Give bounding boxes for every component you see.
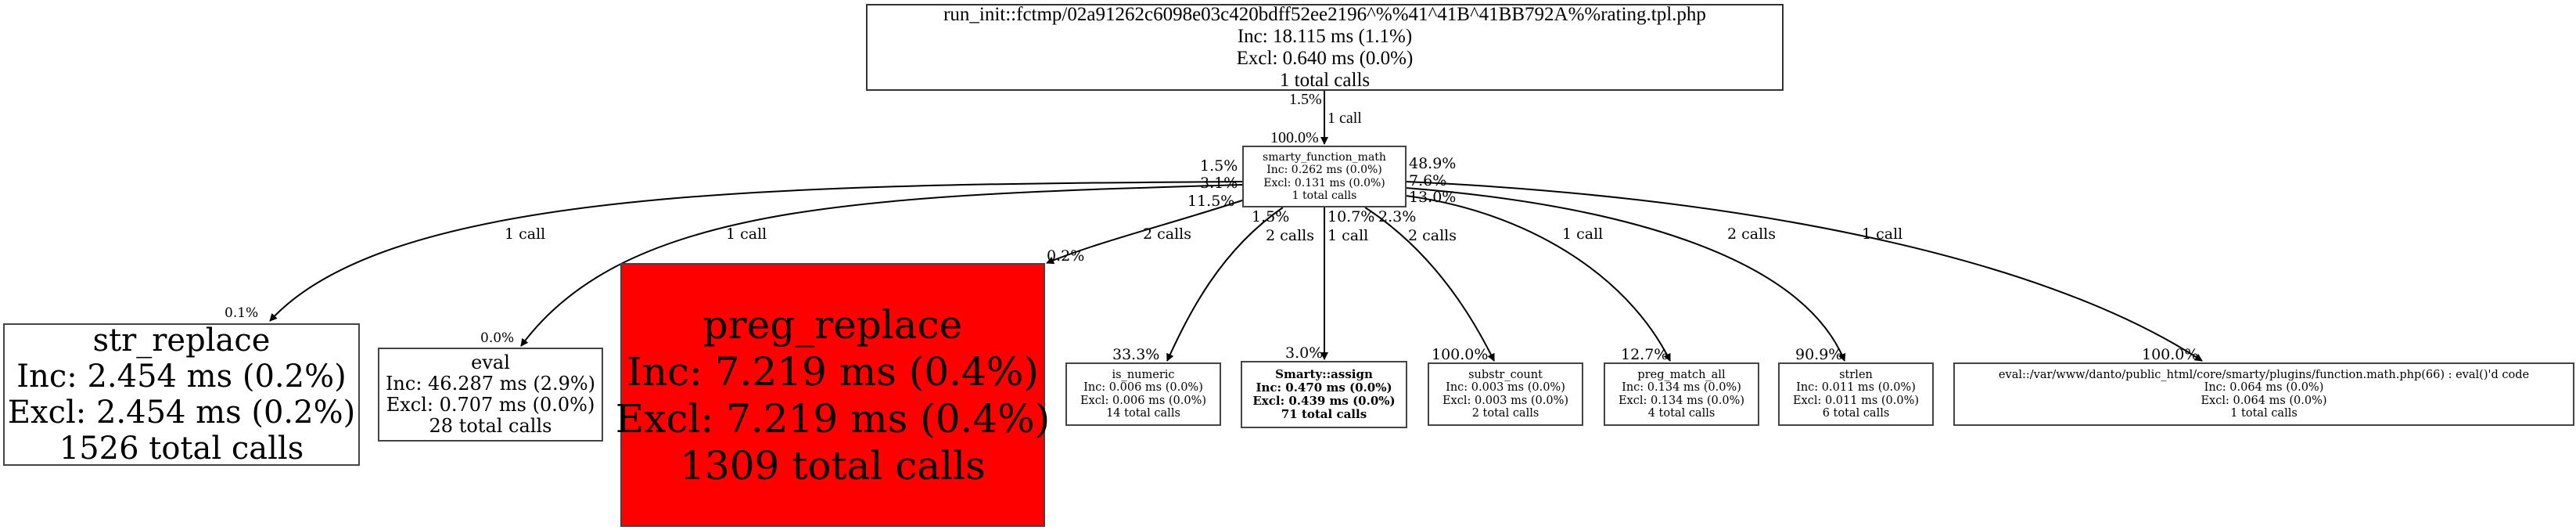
node-inc: Inc: 0.006 ms (0.0%) [1083,381,1203,395]
edge-math-to-preg-match-all [1405,195,1671,362]
node-name: str_replace [92,323,271,359]
edge-label-dst-pct: 90.9% [1795,346,1843,363]
node-calls: 1 total calls [1279,69,1371,91]
node-strlen[interactable]: strlen Inc: 0.011 ms (0.0%) Excl: 0.011 … [1778,362,1934,426]
edge-label-calls: 1 call [1862,225,1903,243]
node-smarty-assign[interactable]: Smarty::assign Inc: 0.470 ms (0.0%) Excl… [1241,361,1407,428]
edge-label-calls: 1 call [1562,225,1604,243]
node-run-init[interactable]: run_init::fctmp/02a91262c6098e03c420bdff… [866,4,1784,91]
node-calls: 1 total calls [2230,406,2298,420]
node-excl: Excl: 0.011 ms (0.0%) [1792,394,1920,407]
edge-math-to-is-numeric [1166,207,1284,362]
node-inc: Inc: 0.134 ms (0.0%) [1622,381,1741,395]
edge-label-src-pct: 13.0% [1409,189,1457,206]
node-excl: Excl: 0.064 ms (0.0%) [2201,394,2327,407]
node-excl: Excl: 2.454 ms (0.2%) [7,395,356,431]
node-str-replace[interactable]: str_replace Inc: 2.454 ms (0.2%) Excl: 2… [3,323,360,467]
edge-label-dst-pct: 0.1% [225,305,259,321]
node-excl: Excl: 0.640 ms (0.0%) [1236,47,1414,69]
node-calls: 1526 total calls [59,431,304,467]
node-is-numeric[interactable]: is_numeric Inc: 0.006 ms (0.0%) Excl: 0.… [1065,362,1221,426]
edge-math-to-eval-code [1405,181,2203,362]
edge-math-to-preg-replace [1046,200,1243,265]
node-calls: 1 total calls [1292,189,1357,202]
node-inc: Inc: 0.470 ms (0.0%) [1256,380,1392,395]
node-name: eval [471,352,510,374]
node-preg-replace[interactable]: preg_replace Inc: 7.219 ms (0.4%) Excl: … [616,263,1050,527]
edge-label-src-pct: 2.3% [1378,208,1417,225]
edge-label-calls: 2 calls [1408,227,1457,244]
edge-label-dst-pct: 0.2% [1047,247,1085,265]
edge-label-src-pct: 1.5% [1252,208,1290,225]
node-inc: Inc: 46.287 ms (2.9%) [385,373,596,395]
node-inc: Inc: 0.011 ms (0.0%) [1796,381,1916,395]
node-name: eval::/var/www/danto/public_html/core/sm… [1998,369,2530,382]
node-inc: Inc: 2.454 ms (0.2%) [16,359,347,395]
node-calls: 71 total calls [1281,406,1367,421]
node-name: smarty_function_math [1263,151,1386,164]
edge-math-to-substr-count [1364,207,1495,362]
node-preg-match-all[interactable]: preg_match_all Inc: 0.134 ms (0.0%) Excl… [1604,362,1759,426]
edge-math-to-str-replace [269,181,1243,322]
node-inc: Inc: 0.262 ms (0.0%) [1266,164,1382,177]
edge-label-src-pct: 3.1% [1200,175,1238,192]
node-name: strlen [1839,369,1873,382]
edge-label-calls: 2 calls [1266,227,1315,244]
edge-label-dst-pct: 3.0% [1285,344,1324,362]
edge-label-dst-pct: 100.0% [1432,346,1489,363]
edge-label-calls: 1 call [1328,227,1369,244]
edge-label-src-pct: 7.6% [1409,172,1447,189]
node-name: run_init::fctmp/02a91262c6098e03c420bdff… [943,3,1706,25]
node-excl: Excl: 7.219 ms (0.4%) [615,395,1051,442]
node-eval[interactable]: eval Inc: 46.287 ms (2.9%) Excl: 0.707 m… [378,348,603,442]
node-excl: Excl: 0.707 ms (0.0%) [386,394,595,416]
node-excl: Excl: 0.131 ms (0.0%) [1263,176,1385,189]
node-inc: Inc: 0.003 ms (0.0%) [1446,381,1565,395]
edge-label-dst-pct: 100.0% [1270,129,1319,146]
node-calls: 2 total calls [1471,406,1539,420]
node-inc: Inc: 0.064 ms (0.0%) [2204,381,2324,395]
node-calls: 4 total calls [1647,406,1716,420]
node-inc: Inc: 7.219 ms (0.4%) [627,348,1039,395]
node-calls: 28 total calls [429,414,552,437]
edge-label-dst-pct: 12.7% [1621,346,1669,363]
edge-math-to-eval [520,184,1243,347]
edge-label-src-pct: 1.5% [1289,91,1322,108]
edge-label-calls: 2 calls [1727,225,1777,243]
edge-label-src-pct: 1.5% [1200,157,1238,175]
node-excl: Excl: 0.003 ms (0.0%) [1442,394,1569,407]
edge-label-calls: 1 call [1328,110,1362,127]
node-name: substr_count [1468,369,1543,382]
node-name: Smarty::assign [1275,367,1373,382]
edge-label-src-pct: 11.5% [1187,193,1235,210]
node-excl: Excl: 0.006 ms (0.0%) [1080,394,1207,407]
node-excl: Excl: 0.134 ms (0.0%) [1618,394,1745,407]
edge-label-dst-pct: 33.3% [1112,346,1160,363]
edge-label-src-pct: 48.9% [1409,155,1457,172]
node-calls: 14 total calls [1106,406,1180,420]
edge-math-to-strlen [1405,187,1846,362]
edge-label-src-pct: 10.7% [1328,208,1375,225]
edge-label-calls: 2 calls [1143,225,1192,243]
node-eval-code[interactable]: eval::/var/www/danto/public_html/core/sm… [1953,362,2574,426]
node-excl: Excl: 0.439 ms (0.0%) [1252,394,1396,408]
node-substr-count[interactable]: substr_count Inc: 0.003 ms (0.0%) Excl: … [1428,362,1583,426]
node-smarty-function-math[interactable]: smarty_function_math Inc: 0.262 ms (0.0%… [1242,146,1407,207]
node-inc: Inc: 18.115 ms (1.1%) [1237,25,1413,47]
node-calls: 6 total calls [1822,406,1890,420]
edge-label-dst-pct: 0.0% [480,330,515,346]
edge-label-calls: 1 call [505,225,546,243]
node-calls: 1309 total calls [680,442,986,489]
node-name: is_numeric [1112,369,1175,382]
edge-label-calls: 1 call [726,225,767,243]
node-name: preg_match_all [1637,369,1726,382]
node-name: preg_replace [702,301,963,348]
edge-label-dst-pct: 100.0% [2142,346,2199,363]
